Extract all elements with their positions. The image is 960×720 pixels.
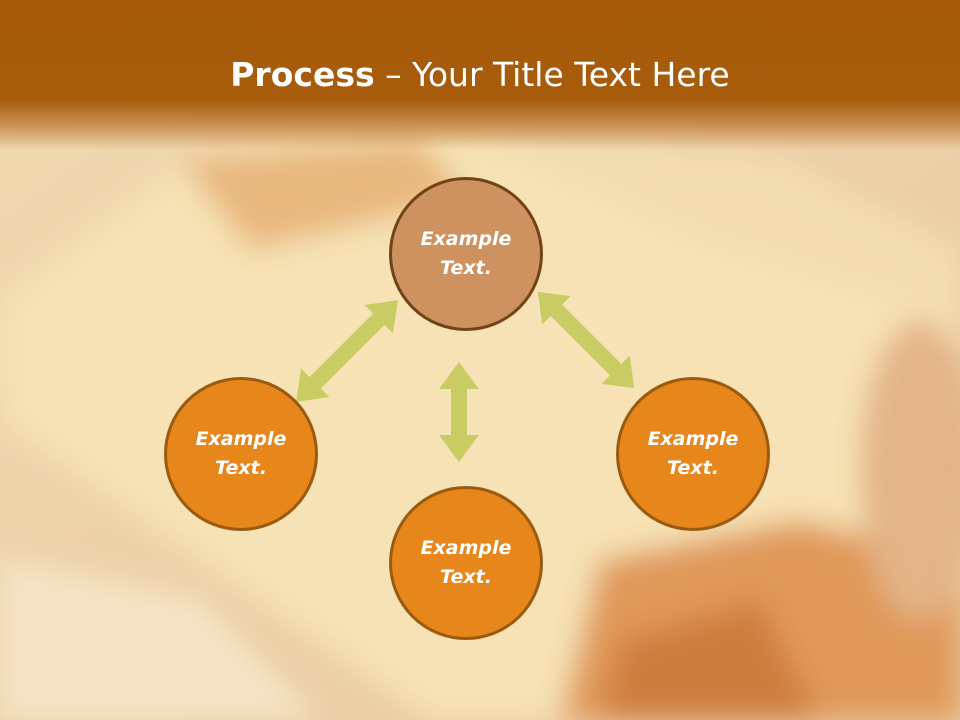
node-bottom-line1: Example [420, 537, 512, 559]
process-node-top: Example Text. [389, 177, 543, 331]
title-regular: Your Title Text Here [412, 55, 730, 94]
process-node-bottom: Example Text. [389, 486, 543, 640]
node-right-line2: Text. [667, 457, 719, 479]
arrow-vertical-bottom [439, 362, 479, 462]
arrow-top-right [537, 291, 635, 389]
node-top-line1: Example [420, 228, 512, 250]
node-right-line1: Example [647, 428, 739, 450]
node-top-line2: Text. [440, 257, 492, 279]
node-bottom-line2: Text. [440, 566, 492, 588]
slide-title: Process – Your Title Text Here [0, 52, 960, 98]
title-banner: Process – Your Title Text Here [0, 0, 960, 150]
node-left-line1: Example [195, 428, 287, 450]
node-left-line2: Text. [215, 457, 267, 479]
title-bold: Process [230, 55, 375, 94]
process-node-left: Example Text. [164, 377, 318, 531]
process-node-right: Example Text. [616, 377, 770, 531]
title-separator: – [374, 55, 413, 94]
arrow-top-left [296, 300, 398, 402]
